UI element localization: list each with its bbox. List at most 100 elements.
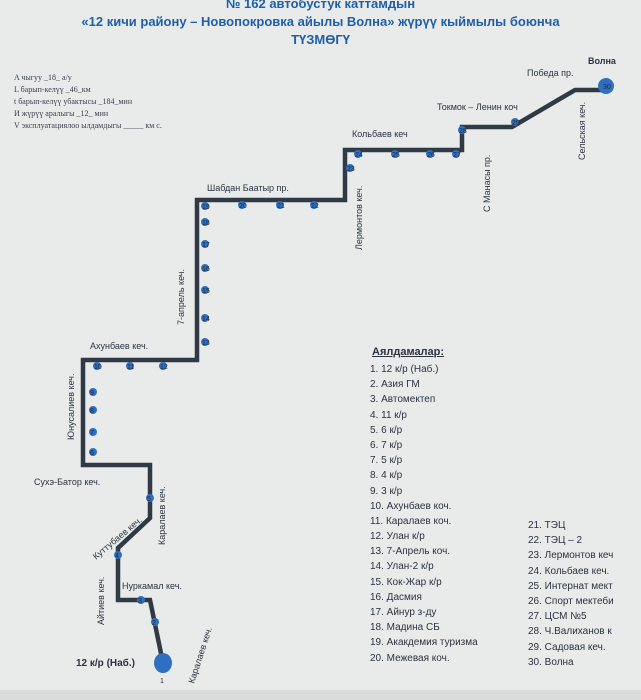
legend-stop-8: 8. 4 к/р — [370, 470, 403, 482]
stop-marker-26[interactable] — [426, 150, 434, 158]
stop-marker-14[interactable] — [201, 314, 209, 322]
stop-marker-23[interactable] — [346, 164, 354, 172]
start-label: 12 к/р (Наб.) — [76, 657, 135, 669]
legend-stop-28: 28. Ч.Валиханов к — [528, 626, 612, 638]
stop-marker-21[interactable] — [276, 201, 284, 209]
stop-number-13: 13 — [202, 340, 210, 347]
stop-marker-25[interactable] — [391, 150, 399, 158]
stop-marker-9[interactable] — [89, 388, 97, 396]
stop-number-30: 30 — [603, 84, 611, 91]
stop-marker-1[interactable] — [154, 653, 172, 673]
street-shabdan: Шабдан Баатыр пр. — [207, 183, 289, 193]
legend-stop-10: 10. Ахунбаев коч. — [370, 500, 452, 512]
legend-stop-15: 15. Кок-Жар к/р — [370, 576, 442, 588]
legend-stop-21: 21. ТЭЦ — [528, 520, 566, 531]
stop-number-15: 15 — [202, 288, 210, 295]
stop-marker-28[interactable] — [458, 126, 466, 134]
legend-stop-27: 27. ЦСМ №5 — [528, 611, 587, 623]
legend-stop-13: 13. 7-Апрель коч. — [370, 546, 451, 558]
stop-marker-19[interactable] — [201, 202, 209, 210]
legend-stop-19: 19. Акакдемия туризма — [370, 637, 478, 649]
legend-stop-12: 12. Улан к/р — [370, 531, 425, 543]
street-yunusaliev: Юнусалиев кеч. — [66, 374, 76, 440]
legend-stop-9: 9. 3 к/р — [370, 485, 403, 497]
bottom-strip — [0, 690, 641, 700]
stop-marker-5[interactable] — [146, 494, 154, 502]
stop-number-23: 23 — [347, 166, 355, 173]
legend-stop-29: 29. Садовая кеч. — [528, 641, 606, 653]
street-selskaya: Сельская кеч. — [577, 102, 587, 160]
stop-marker-29[interactable] — [511, 118, 519, 126]
stop-number-6: 6 — [90, 450, 94, 457]
param-speed: V эксплуатациялоо ылдамдыгы _____ км с. — [14, 121, 162, 130]
header-line-3: ТҮЗМӨГҮ — [291, 32, 350, 47]
legend-stop-18: 18. Мадина СБ — [370, 622, 440, 634]
stop-marker-27[interactable] — [452, 150, 460, 158]
stop-number-25: 25 — [392, 152, 400, 159]
street-volna: Волна — [588, 56, 617, 66]
stop-marker-7[interactable] — [89, 428, 97, 436]
legend-stop-26: 26. Спорт мектеби — [528, 595, 614, 607]
stop-marker-15[interactable] — [201, 286, 209, 294]
stop-number-1: 1 — [160, 678, 164, 685]
stop-marker-6[interactable] — [89, 448, 97, 456]
stop-number-20: 20 — [239, 203, 247, 210]
street-tokmok: Токмок – Ленин коч — [437, 102, 518, 112]
stop-number-10: 10 — [94, 364, 102, 371]
legend-stop-5: 5. 6 к/р — [370, 424, 403, 436]
legend-stop-4: 4. 11 к/р — [370, 409, 407, 421]
stop-marker-22[interactable] — [310, 201, 318, 209]
stop-number-3: 3 — [138, 598, 142, 605]
stop-number-11: 11 — [127, 364, 134, 371]
stop-marker-11[interactable] — [126, 362, 134, 370]
stop-marker-8[interactable] — [89, 406, 97, 414]
legend-stop-22: 22. ТЭЦ – 2 — [528, 535, 583, 547]
stop-number-4: 4 — [115, 553, 119, 560]
stop-number-21: 21 — [277, 203, 285, 210]
legend-stop-20: 20. Межевая коч. — [370, 652, 450, 664]
stop-number-24: 24 — [355, 152, 363, 159]
param-length: L барып-келүү _46_км — [14, 85, 91, 94]
street-akhunbaev: Ахунбаев кеч. — [90, 341, 148, 351]
stop-marker-20[interactable] — [238, 201, 246, 209]
legend-stop-24: 24. Кольбаев кеч. — [528, 565, 610, 577]
stop-marker-10[interactable] — [93, 362, 101, 370]
stop-marker-3[interactable] — [137, 596, 145, 604]
stop-number-9: 9 — [90, 390, 94, 397]
stop-number-17: 17 — [202, 242, 210, 249]
legend-stop-1: 1. 12 к/р (Наб.) — [370, 364, 439, 375]
stop-marker-4[interactable] — [114, 551, 122, 559]
street-karalaev-1: Каралаев кеч. — [157, 486, 167, 545]
stop-marker-30[interactable] — [598, 78, 614, 94]
stop-number-7: 7 — [90, 430, 94, 437]
stop-number-27: 27 — [453, 152, 461, 159]
stop-number-26: 26 — [427, 152, 435, 159]
legend-stop-11: 11. Каралаев коч. — [370, 515, 452, 527]
stop-number-16: 16 — [202, 266, 210, 273]
param-vehicles: A чыгуу _18_ а/у — [14, 73, 72, 82]
stop-marker-16[interactable] — [201, 264, 209, 272]
legend-stop-23: 23. Лермонтов кеч — [528, 550, 614, 562]
legend-stop-6: 6. 7 к/р — [370, 439, 403, 451]
stop-number-18: 18 — [202, 220, 210, 227]
stop-marker-17[interactable] — [201, 240, 209, 248]
stop-number-14: 14 — [202, 316, 210, 323]
street-pobeda: Победа пр. — [527, 68, 573, 78]
param-interval: И жүрүү аралыгы _12_ мин — [14, 109, 109, 118]
stop-number-12: 12 — [160, 364, 168, 371]
param-duration: t барып-келүү убактысы _184_мин — [14, 97, 133, 106]
stop-marker-18[interactable] — [201, 218, 209, 226]
stop-marker-24[interactable] — [354, 150, 362, 158]
street-manas: С Манасы пр. — [482, 155, 492, 212]
stop-number-5: 5 — [147, 496, 151, 503]
header-line-1: № 162 автобустук каттамдын — [225, 0, 416, 11]
stop-marker-2[interactable] — [151, 618, 159, 626]
legend-stop-3: 3. Автомектеп — [370, 394, 436, 406]
stop-marker-12[interactable] — [159, 362, 167, 370]
legend-title: Аялдамалар: — [372, 346, 445, 358]
legend-stop-7: 7. 5 к/р — [370, 455, 403, 467]
legend-stop-14: 14. Улан-2 к/р — [370, 561, 434, 573]
stop-marker-13[interactable] — [201, 338, 209, 346]
legend-stop-17: 17. Айнур з-ду — [370, 607, 437, 618]
